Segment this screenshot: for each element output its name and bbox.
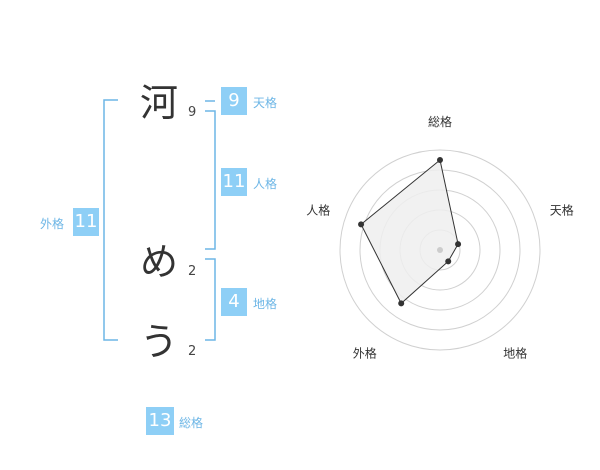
radar-axis-label-1: 総格 (428, 114, 452, 129)
chikaku-value: 4 (221, 288, 247, 316)
radar-axis-label-4: 外格 (353, 346, 377, 361)
chikaku-bracket (205, 258, 216, 341)
radar-axis-label-3: 地格 (503, 346, 527, 361)
chikaku-label: 地格 (253, 297, 278, 311)
name-char-3: う (140, 320, 179, 364)
name-char-2-strokes: 2 (188, 264, 197, 279)
gaikaku-value: 11 (73, 208, 99, 236)
name-char-2: め (140, 240, 179, 284)
radar-axis-label-2: 天格 (550, 202, 574, 217)
radar-point-5 (358, 221, 365, 228)
gaikaku-label: 外格 (40, 217, 65, 231)
jinkaku-value: 11 (221, 168, 247, 196)
radar-point-1 (437, 157, 443, 163)
radar-axis-label-5: 人格 (306, 202, 330, 217)
name-char-1-strokes: 9 (188, 105, 197, 120)
name-char-3-strokes: 2 (188, 344, 197, 359)
radar-point-2 (455, 241, 462, 248)
jinkaku-bracket (205, 110, 216, 250)
radar-point-4 (398, 300, 405, 307)
radar-center-dot (437, 247, 443, 253)
tenkaku-value: 9 (221, 87, 247, 115)
radar-area (360, 159, 459, 305)
radar-point-3 (445, 258, 452, 265)
radar-ring (339, 149, 541, 351)
gaikaku-bracket (103, 99, 118, 341)
name-char-1: 河 (140, 81, 179, 125)
tenkaku-label: 天格 (253, 96, 278, 110)
soukaku-value: 13 (146, 407, 174, 435)
soukaku-label: 総格 (179, 416, 204, 430)
jinkaku-label: 人格 (253, 177, 278, 191)
